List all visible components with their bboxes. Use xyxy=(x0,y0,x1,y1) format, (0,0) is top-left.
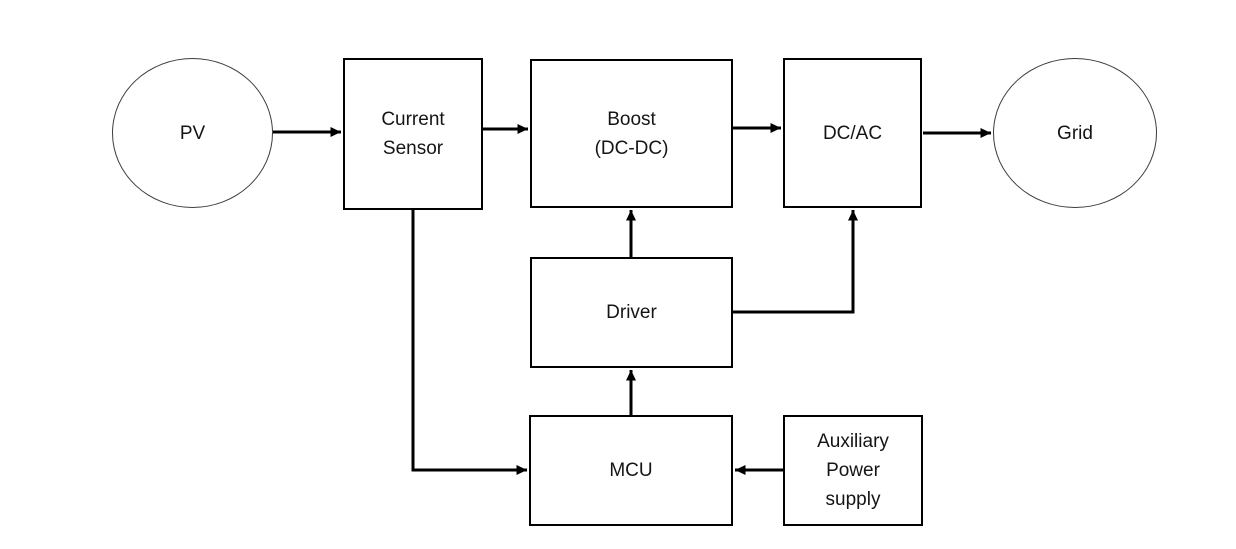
node-driver: Driver xyxy=(530,257,733,368)
node-dc-ac: DC/AC xyxy=(783,58,922,208)
node-grid: Grid xyxy=(993,58,1157,208)
node-mcu: MCU xyxy=(529,415,733,526)
edge-current-sensor-to-mcu-arrow xyxy=(411,210,527,475)
edge-driver-to-dc-ac-arrow xyxy=(733,210,858,314)
node-pv: PV xyxy=(112,58,273,208)
node-aux-power: Auxiliary Power supply xyxy=(783,415,923,526)
node-current-sensor: Current Sensor xyxy=(343,58,483,210)
node-boost: Boost (DC-DC) xyxy=(530,59,733,208)
